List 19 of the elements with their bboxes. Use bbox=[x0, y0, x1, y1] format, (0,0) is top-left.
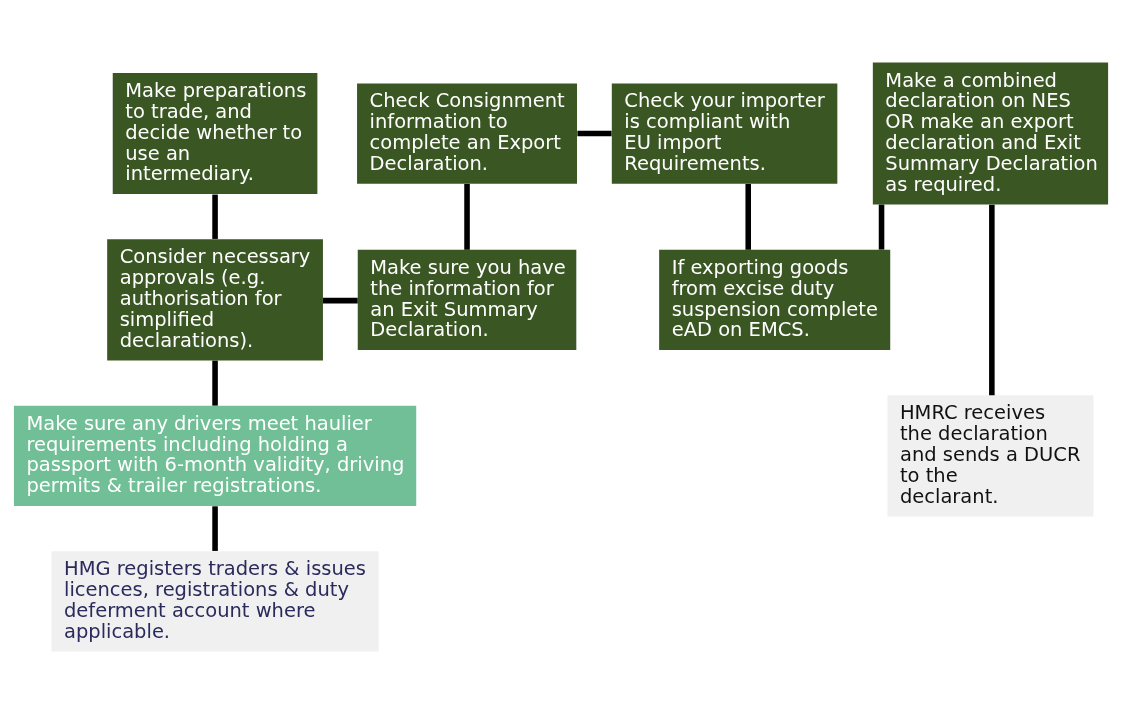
node-box: Make sure you have the information for an Exit Summary Declaration. bbox=[357, 249, 577, 350]
connector bbox=[212, 505, 218, 551]
node-box: Check Consignment information to complete an Export Declaration. bbox=[357, 82, 577, 184]
node-box: Make sure any drivers meet haulier requirements including holding a passport with 6-month validity, driving permits & trailer registrations. bbox=[13, 405, 417, 506]
node-box: Consider necessary approvals (e.g. authorisation for simplified declarations). bbox=[107, 238, 323, 360]
node-box: Check your importer is compliant with EU import Requirements. bbox=[611, 82, 838, 184]
node-box: HMG registers traders & issues licences, registrations & duty deferment account where applicable. bbox=[51, 550, 379, 651]
connector bbox=[745, 183, 752, 250]
connector bbox=[212, 360, 218, 406]
connector bbox=[989, 204, 995, 395]
node-box: Make a combined declaration on NES OR make an export declaration and Exit Summary Declaration as required. bbox=[872, 62, 1109, 205]
node-box: HMRC receives the declaration and sends a DUCR to the declarant. bbox=[887, 394, 1094, 516]
connector bbox=[878, 204, 885, 250]
connector bbox=[323, 297, 358, 303]
connector bbox=[464, 183, 470, 250]
node-box: If exporting goods from excise duty suspension complete eAD on EMCS. bbox=[659, 249, 891, 350]
connector bbox=[212, 194, 218, 239]
connector bbox=[577, 130, 612, 136]
node-box: Make preparations to trade, and decide whether to use an intermediary. bbox=[112, 72, 318, 194]
